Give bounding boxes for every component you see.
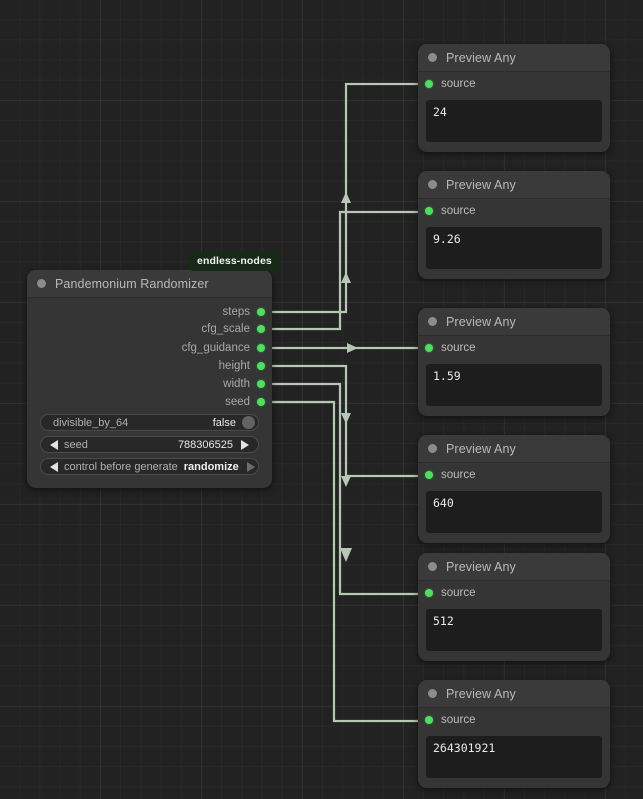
- node-preview-any-2[interactable]: Preview Any source 9.26: [418, 171, 610, 279]
- node-header[interactable]: Pandemonium Randomizer: [27, 270, 272, 298]
- node-header[interactable]: Preview Any: [418, 171, 610, 199]
- node-title: Pandemonium Randomizer: [55, 276, 209, 291]
- input-slot-source[interactable]: source: [418, 72, 610, 96]
- input-label: source: [441, 714, 476, 726]
- input-label: source: [441, 587, 476, 599]
- node-header[interactable]: Preview Any: [418, 308, 610, 336]
- input-slot-source[interactable]: source: [418, 336, 610, 360]
- preview-value-text: 9.26: [426, 227, 602, 269]
- circle-icon: [428, 180, 437, 189]
- output-label: width: [223, 378, 250, 390]
- slot-dot-icon[interactable]: [257, 344, 265, 352]
- slot-dot-icon[interactable]: [425, 80, 433, 88]
- chevron-left-icon[interactable]: [50, 461, 58, 472]
- slot-dot-icon[interactable]: [257, 308, 265, 316]
- output-slot-width[interactable]: width: [223, 377, 265, 391]
- chevron-right-icon[interactable]: [241, 439, 249, 450]
- preview-value-text: 264301921: [426, 736, 602, 778]
- node-header[interactable]: Preview Any: [418, 553, 610, 581]
- slot-dot-icon[interactable]: [257, 398, 265, 406]
- output-label: steps: [222, 306, 251, 318]
- slot-dot-icon[interactable]: [425, 471, 433, 479]
- node-header[interactable]: Preview Any: [418, 435, 610, 463]
- output-label: cfg_guidance: [181, 342, 250, 354]
- widget-label: divisible_by_64: [53, 416, 129, 429]
- output-label: seed: [225, 396, 250, 408]
- circle-icon: [428, 689, 437, 698]
- circle-icon: [37, 279, 46, 288]
- node-title: Preview Any: [446, 314, 516, 329]
- widget-value: false: [212, 416, 236, 429]
- node-title: Preview Any: [446, 441, 516, 456]
- node-body: source 264301921: [418, 708, 610, 778]
- node-body: source 1.59: [418, 336, 610, 406]
- widget-label: seed: [64, 438, 88, 451]
- node-preview-any-5[interactable]: Preview Any source 512: [418, 553, 610, 661]
- output-label: cfg_scale: [201, 323, 250, 335]
- slot-dot-icon[interactable]: [425, 589, 433, 597]
- circle-icon: [428, 53, 437, 62]
- input-label: source: [441, 469, 476, 481]
- slot-dot-icon[interactable]: [257, 362, 265, 370]
- circle-icon: [428, 562, 437, 571]
- output-slot-cfg-guidance[interactable]: cfg_guidance: [182, 341, 265, 355]
- preview-value-text: 1.59: [426, 364, 602, 406]
- node-header[interactable]: Preview Any: [418, 680, 610, 708]
- node-pandemonium-randomizer[interactable]: endless-nodes Pandemonium Randomizer ste…: [27, 252, 280, 488]
- input-label: source: [441, 78, 476, 90]
- node-header[interactable]: Preview Any: [418, 44, 610, 72]
- preview-value-text: 24: [426, 100, 602, 142]
- preview-value-text: 512: [426, 609, 602, 651]
- output-slot-steps[interactable]: steps: [222, 305, 265, 319]
- input-slot-source[interactable]: source: [418, 708, 610, 732]
- node-body: source 512: [418, 581, 610, 651]
- widget-control-before-generate[interactable]: control before generate randomize: [40, 458, 259, 475]
- node-preview-any-4[interactable]: Preview Any source 640: [418, 435, 610, 543]
- input-slot-source[interactable]: source: [418, 581, 610, 605]
- input-slot-source[interactable]: source: [418, 463, 610, 487]
- preview-value-text: 640: [426, 491, 602, 533]
- slot-dot-icon[interactable]: [257, 380, 265, 388]
- output-slot-seed[interactable]: seed: [225, 395, 265, 409]
- node-title: Preview Any: [446, 50, 516, 65]
- widget-label: control before generate: [64, 460, 178, 473]
- widget-divisible-by-64[interactable]: divisible_by_64 false: [40, 414, 259, 431]
- chevron-left-icon[interactable]: [50, 439, 58, 450]
- node-body: source 640: [418, 463, 610, 533]
- slot-dot-icon[interactable]: [257, 325, 265, 333]
- node-preview-any-6[interactable]: Preview Any source 264301921: [418, 680, 610, 788]
- input-slot-source[interactable]: source: [418, 199, 610, 223]
- output-slot-cfg-scale[interactable]: cfg_scale: [201, 322, 265, 336]
- input-label: source: [441, 342, 476, 354]
- node-body: source 9.26: [418, 199, 610, 269]
- slot-dot-icon[interactable]: [425, 716, 433, 724]
- node-title: Preview Any: [446, 559, 516, 574]
- output-label: height: [218, 360, 250, 372]
- node-preview-any-3[interactable]: Preview Any source 1.59: [418, 308, 610, 416]
- output-slot-height[interactable]: height: [219, 359, 265, 373]
- node-body: source 24: [418, 72, 610, 142]
- circle-icon: [428, 317, 437, 326]
- toggle-knob-icon[interactable]: [242, 416, 255, 429]
- widget-value[interactable]: 788306525: [177, 438, 233, 451]
- node-title: Preview Any: [446, 686, 516, 701]
- node-preview-any-1[interactable]: Preview Any source 24: [418, 44, 610, 152]
- slot-dot-icon[interactable]: [425, 344, 433, 352]
- node-title: Preview Any: [446, 177, 516, 192]
- node-category-badge: endless-nodes: [189, 252, 280, 271]
- widget-value[interactable]: randomize: [183, 460, 239, 473]
- chevron-right-icon[interactable]: [246, 461, 255, 472]
- input-label: source: [441, 205, 476, 217]
- circle-icon: [428, 444, 437, 453]
- widget-seed[interactable]: seed 788306525: [40, 436, 259, 453]
- slot-dot-icon[interactable]: [425, 207, 433, 215]
